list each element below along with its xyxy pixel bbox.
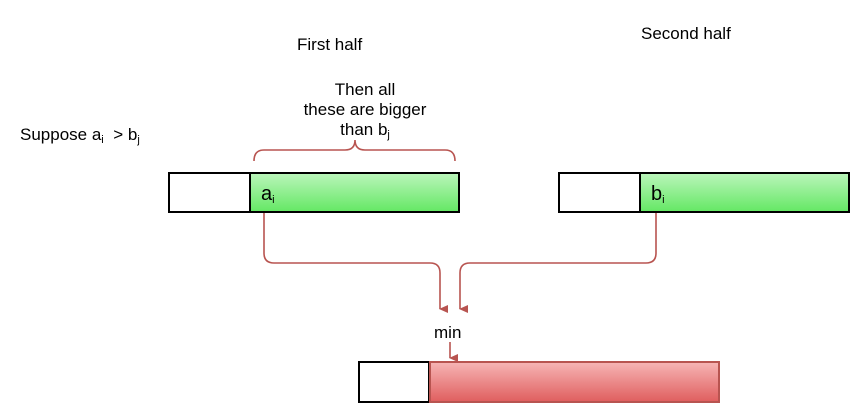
result-red-segment — [429, 361, 720, 403]
second-half-green-segment: bi — [639, 172, 850, 213]
arrow-ai-to-min — [263, 213, 448, 313]
arrow-bi-to-min — [459, 213, 657, 313]
first-half-green-segment: ai — [249, 172, 460, 213]
then-all-line-1: Then all — [334, 80, 396, 99]
min-label: min — [434, 323, 462, 342]
result-empty-cell — [358, 361, 430, 403]
second-half-label: Second half — [641, 24, 731, 43]
then-all-line-3: than bj — [340, 120, 390, 141]
second-half-empty-cell — [558, 172, 641, 213]
first-half-empty-cell — [168, 172, 251, 213]
ai-label: ai — [261, 183, 275, 206]
then-all-line-2: these are bigger — [303, 100, 427, 119]
then-all-annotation: Then all these are bigger than bj — [280, 80, 450, 145]
suppose-label: Suppose ai > bj — [20, 125, 140, 146]
first-half-label: First half — [297, 35, 363, 54]
bi-label: bi — [651, 183, 665, 206]
